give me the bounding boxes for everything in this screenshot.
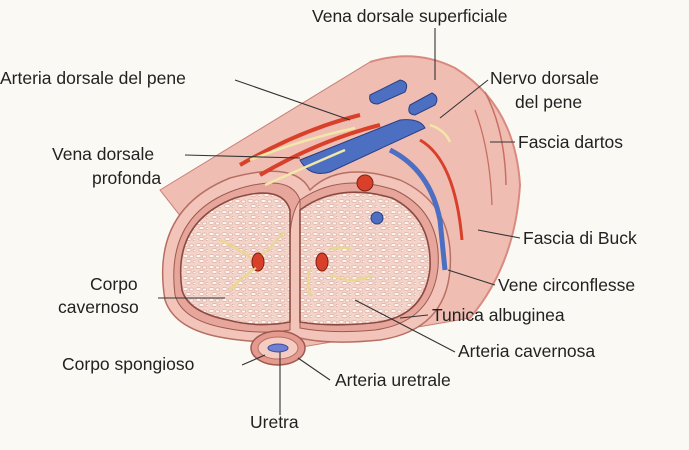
label-fascia-dartos: Fascia dartos — [518, 132, 623, 152]
label-corpo-cavernoso-1: Corpo — [90, 274, 138, 294]
corpus-cavernosum-left — [179, 192, 291, 326]
label-vena-dorsale-profonda-2: profonda — [92, 168, 161, 188]
arteria-cavernosa-left — [219, 231, 285, 291]
label-corpo-spongioso: Corpo spongioso — [62, 354, 194, 374]
label-fascia-di-buck: Fascia di Buck — [523, 228, 637, 248]
dorsal-vessels — [238, 79, 464, 271]
uretra-lumen — [267, 343, 289, 353]
label-arteria-uretrale: Arteria uretrale — [335, 370, 451, 390]
label-vene-circonflesse: Vene circonflesse — [498, 275, 635, 295]
arteria-cavernosa-right — [306, 246, 373, 297]
corpo-spongioso — [250, 330, 306, 366]
label-tunica-albuginea: Tunica albuginea — [432, 305, 565, 325]
label-arteria-dorsale: Arteria dorsale del pene — [0, 68, 186, 88]
label-vena-dorsale-superficiale: Vena dorsale superficiale — [312, 6, 508, 26]
leader-lines — [158, 28, 521, 415]
label-uretra: Uretra — [250, 412, 299, 432]
label-arteria-cavernosa: Arteria cavernosa — [458, 341, 595, 361]
corpus-cavernosum-right — [299, 191, 431, 326]
label-corpo-cavernoso-2: cavernoso — [58, 297, 139, 317]
label-nervo-dorsale-2: del pene — [515, 92, 582, 112]
label-nervo-dorsale-1: Nervo dorsale — [490, 68, 599, 88]
label-vena-dorsale-profonda-1: Vena dorsale — [52, 144, 154, 164]
